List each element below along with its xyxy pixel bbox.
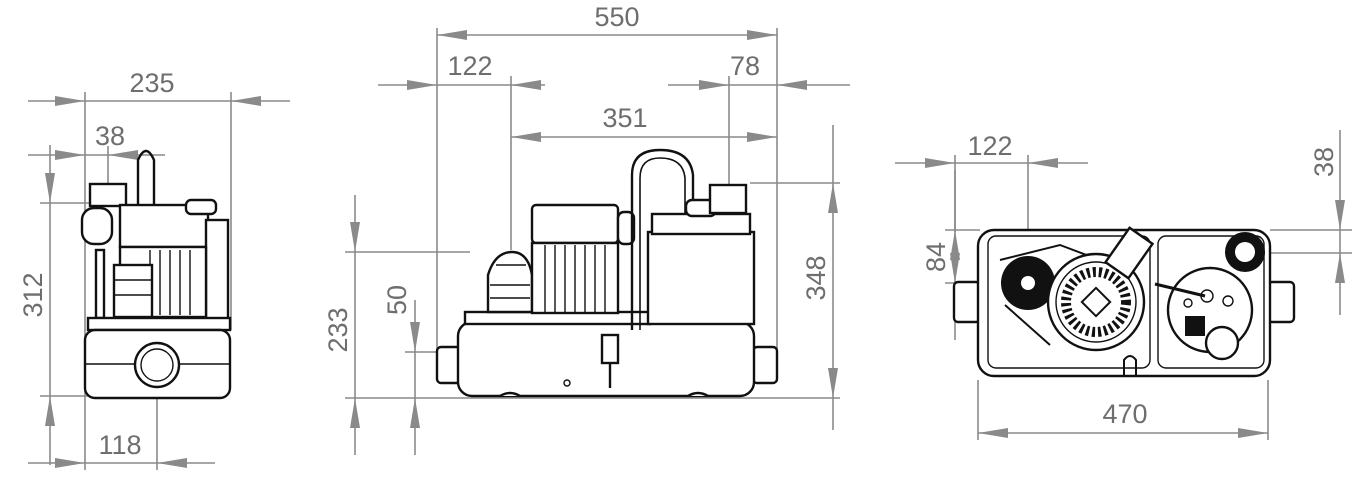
arrowhead [1335, 253, 1345, 283]
arrowhead [511, 132, 541, 142]
dim-top-inlet-y: 38 [1309, 147, 1339, 177]
arrowhead [828, 368, 838, 398]
arrowhead [1335, 200, 1345, 230]
arrowhead [828, 183, 838, 213]
dim-side-width: 235 [129, 68, 174, 98]
arrowhead [55, 96, 85, 106]
dim-front-outlet-height: 233 [323, 307, 353, 352]
dimension-lines [28, 28, 1352, 470]
arrowhead [45, 173, 55, 203]
arrowhead [1238, 428, 1268, 438]
dim-front-length: 550 [594, 2, 639, 32]
dim-top-outlet-x: 122 [967, 131, 1012, 161]
arrowhead [978, 428, 1008, 438]
arrowhead [437, 30, 467, 40]
arrowhead [55, 458, 85, 468]
dim-top-outlet-y: 84 [921, 242, 951, 272]
dim-front-inlet-spacing: 351 [602, 103, 647, 133]
arrowhead [350, 398, 360, 428]
arrowhead [747, 132, 777, 142]
dimension-labels: 235 38 312 118 550 122 78 351 348 233 50… [18, 2, 1339, 460]
dim-side-height: 312 [18, 272, 48, 317]
arrowhead [511, 80, 541, 90]
dim-side-inlet-offset: 38 [95, 121, 125, 151]
dim-front-total-height: 348 [801, 255, 831, 300]
arrowhead [950, 230, 960, 260]
arrowhead [777, 80, 807, 90]
arrowhead [699, 80, 729, 90]
arrowhead [45, 396, 55, 426]
arrowhead [157, 458, 187, 468]
arrowhead [55, 150, 85, 160]
dim-top-length: 470 [1102, 399, 1147, 429]
dim-side-outlet-offset: 118 [98, 430, 141, 460]
side-view-pump [80, 149, 232, 400]
arrowhead [925, 158, 955, 168]
arrowhead [410, 322, 420, 352]
dim-front-right-offset: 78 [730, 51, 760, 81]
arrowhead [407, 80, 437, 90]
arrowhead [350, 222, 360, 252]
front-view-pump [435, 148, 779, 398]
top-view-pump [952, 226, 1296, 378]
arrowhead [410, 398, 420, 428]
arrowhead [1028, 158, 1058, 168]
dim-front-base-height: 50 [382, 285, 412, 315]
arrowhead [108, 150, 138, 160]
dim-front-left-offset: 122 [447, 51, 492, 81]
arrowhead [950, 253, 960, 283]
arrowhead [231, 96, 261, 106]
arrowhead [747, 30, 777, 40]
